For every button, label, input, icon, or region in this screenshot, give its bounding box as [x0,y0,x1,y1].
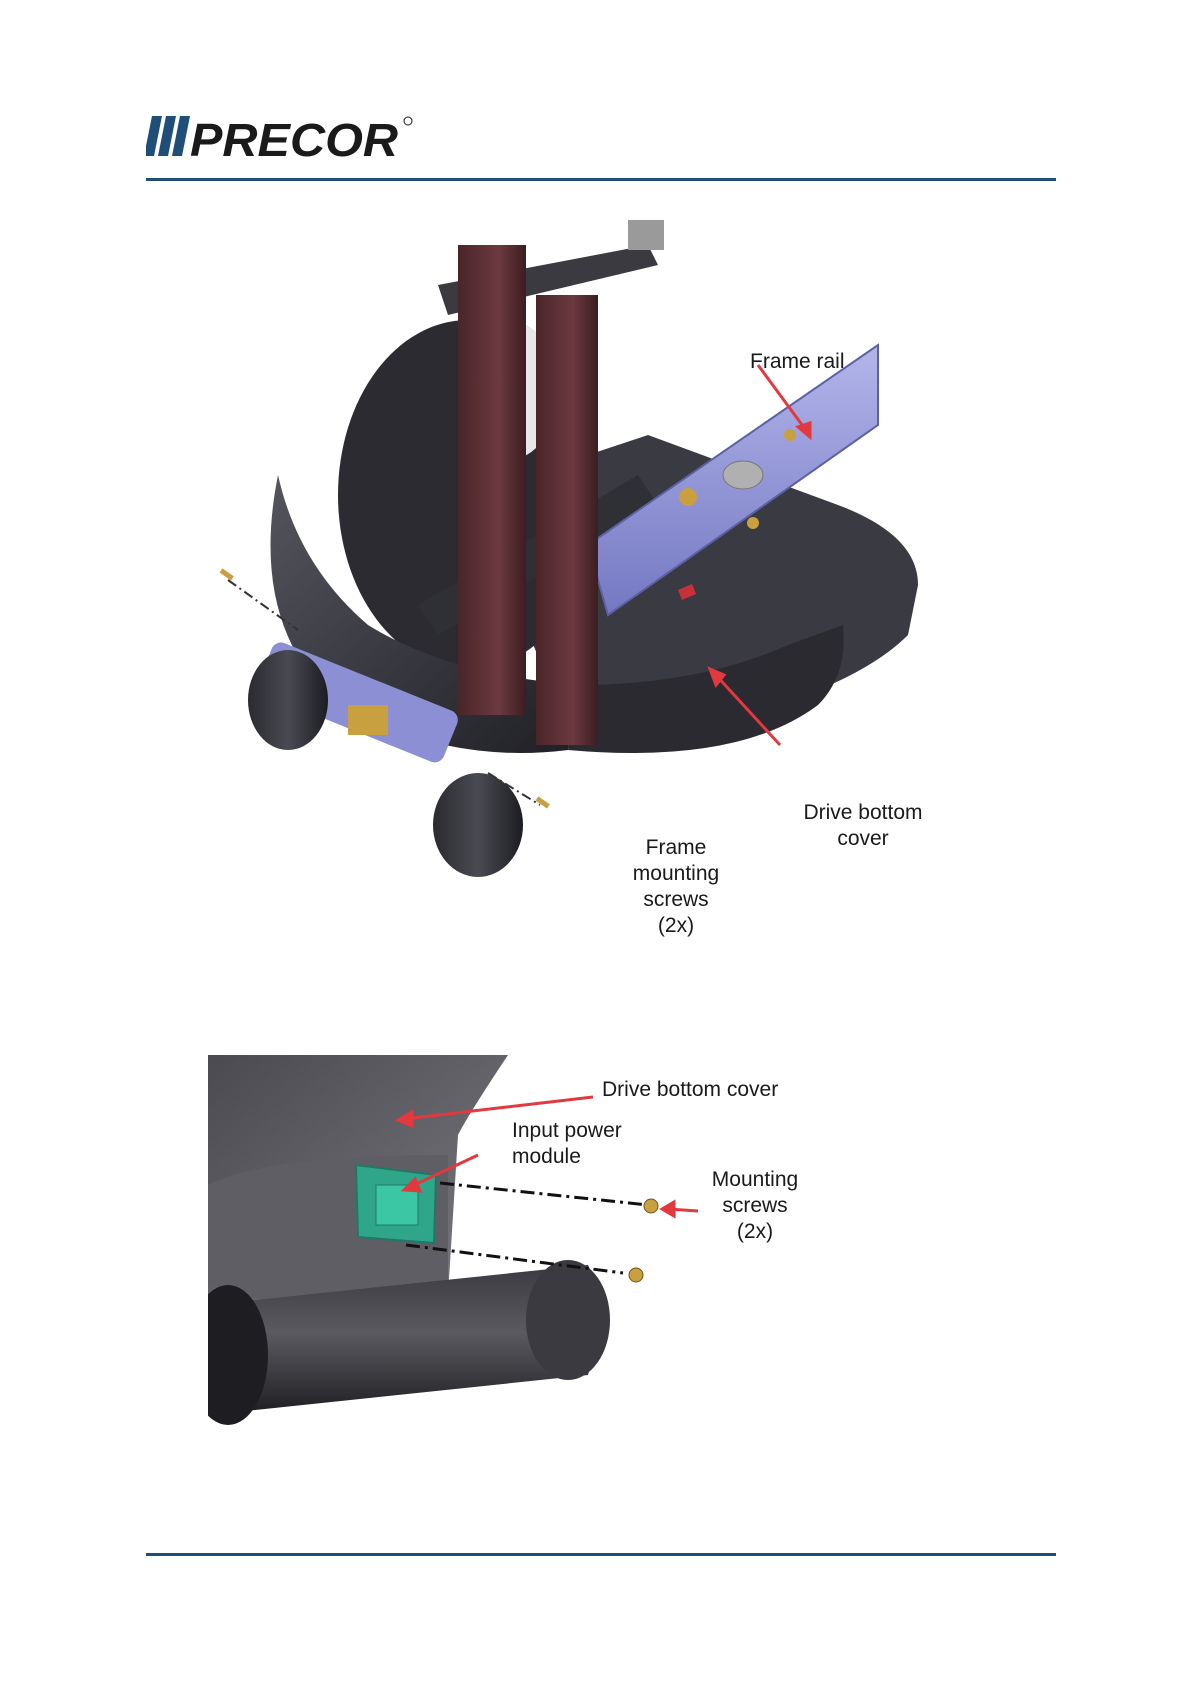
label-drive-bottom-cover-line2: cover [788,826,938,852]
label-drive-bottom-cover-line1: Drive bottom [788,800,938,826]
precor-logo: PRECOR [146,112,446,168]
ipm-bracket [348,705,388,735]
frame-mounting-screw [536,796,550,808]
input-power-module-illustration [208,1055,828,1442]
pivot-bracket [628,220,664,250]
mounting-screw [644,1199,658,1213]
label-frame-mounting-screws-line4: (2x) [616,913,736,939]
label-frame-mounting-screws-line3: screws [616,887,736,913]
mounting-screws-arrow-head [662,1202,674,1216]
upright-back [458,245,526,715]
label-input-power-module-line1: Input power [512,1118,622,1144]
footer-rule [146,1553,1056,1556]
rear-wheel-left [248,650,328,750]
rail-fastener [784,429,796,441]
label-mounting-screws-line2: screws [700,1193,810,1219]
rear-wheel-right [433,773,523,877]
frame-mounting-screw [220,568,234,580]
label-frame-mounting-screws-line2: mounting [616,861,736,887]
label-mounting-screws-line3: (2x) [700,1219,810,1245]
logo-wordmark: PRECOR [190,114,398,166]
label-frame-mounting-screws-line1: Frame [616,835,736,861]
tube-end-cap [526,1260,610,1380]
label-mounting-screws-line1: Mounting [700,1167,810,1193]
rail-hole [723,461,763,489]
label-input-power-module-line2: module [512,1144,581,1170]
rail-fastener [679,488,697,506]
header-rule [146,178,1056,181]
mounting-screw [629,1268,643,1282]
registered-mark [404,117,412,125]
rail-fastener [747,517,759,529]
upright-front [536,295,598,745]
label-frame-rail: Frame rail [750,349,845,375]
label-drive-bottom-cover: Drive bottom cover [602,1077,778,1103]
